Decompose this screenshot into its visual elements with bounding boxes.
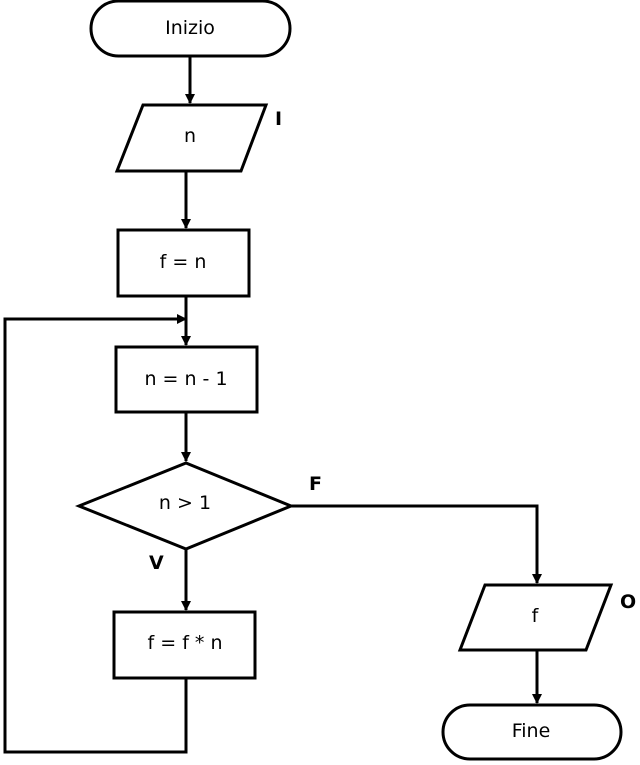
input-parallelogram-shape (114, 103, 269, 173)
multiply-process-shape (112, 610, 257, 680)
multiply-label: f = f * n (148, 632, 223, 654)
node-end: Fine (441, 703, 623, 761)
decrement-process-shape (114, 345, 259, 414)
node-start: Inizio (89, 0, 292, 58)
true-branch-label: V (149, 552, 164, 574)
node-output: f (457, 583, 614, 652)
output-parallelogram-shape (457, 583, 614, 652)
edges (3, 56, 542, 754)
node-input: n (114, 103, 269, 173)
end-label: Fine (512, 720, 551, 742)
false-branch-label: F (309, 473, 322, 495)
edge-condition-false-to-output (291, 504, 542, 584)
start-terminator-shape (89, 0, 292, 58)
input-label: n (184, 125, 196, 147)
node-decrement: n = n - 1 (114, 345, 259, 414)
decrement-label: n = n - 1 (144, 368, 227, 390)
output-marker-label: O (620, 591, 636, 613)
node-multiply: f = f * n (112, 610, 257, 680)
condition-label: n > 1 (159, 492, 211, 514)
input-marker-label: I (275, 108, 282, 130)
start-label: Inizio (165, 17, 215, 39)
node-assign-f: f = n (116, 228, 251, 298)
assign-f-label: f = n (160, 251, 207, 273)
end-terminator-shape (441, 703, 623, 761)
assign-f-process-shape (116, 228, 251, 298)
condition-decision-shape (74, 461, 295, 551)
node-condition: n > 1 (74, 461, 295, 551)
output-label: f (532, 605, 540, 627)
edge-loop-back (3, 314, 188, 754)
